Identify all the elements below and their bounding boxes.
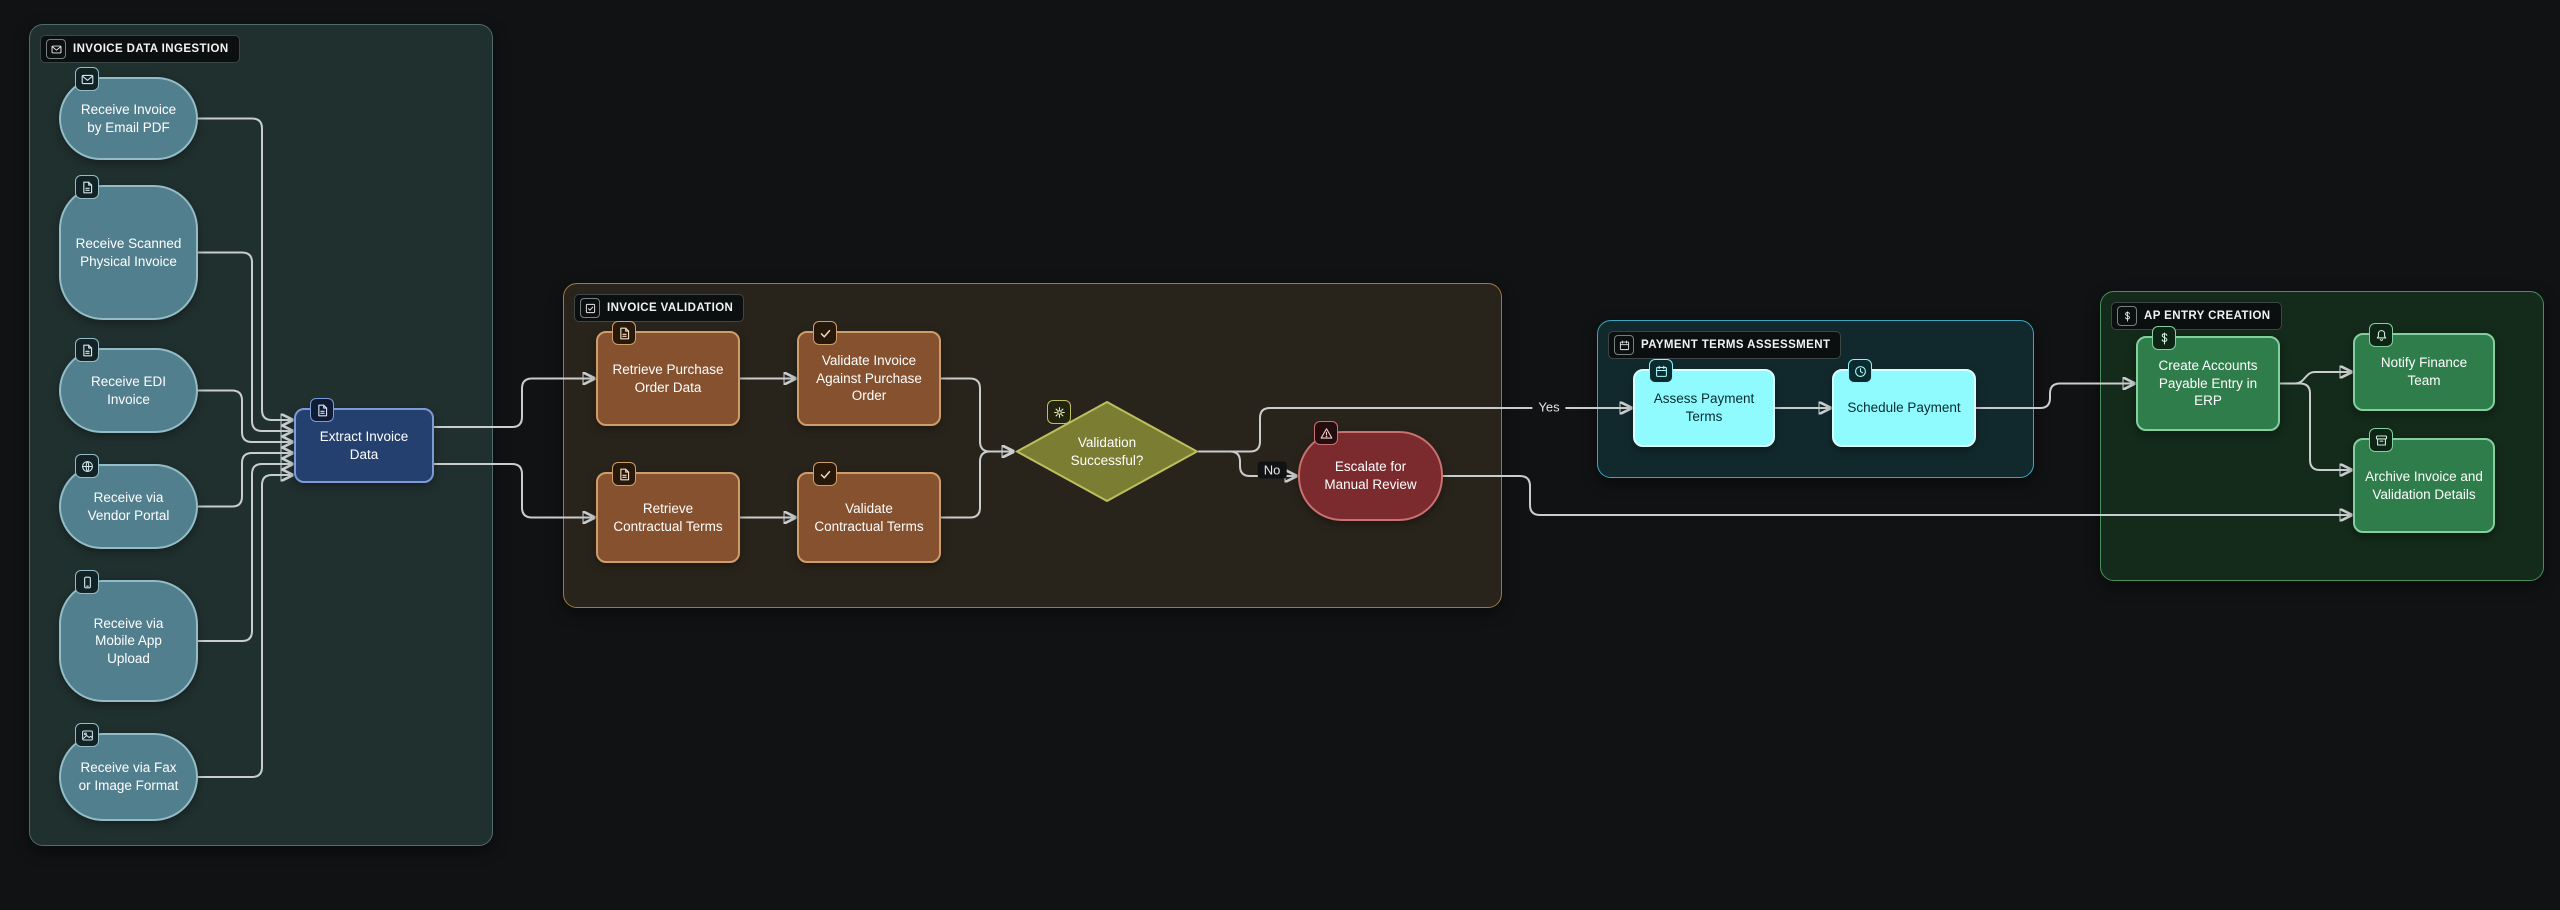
globe-icon [75,454,99,478]
node-receive-via-vendor-portal[interactable]: Receive via Vendor Portal [59,454,198,549]
node-validate-contractual-terms[interactable]: Validate Contractual Terms [797,462,941,563]
document-icon [310,398,334,422]
node-label: Validate Invoice Against Purchase Order [816,353,922,404]
node-validate-invoice-against-purchase-order[interactable]: Validate Invoice Against Purchase Order [797,321,941,426]
checkbox-icon [580,298,600,318]
node-label: Validation Successful? [1070,434,1144,468]
group-badge-ap-entry-creation: AP ENTRY CREATION [2111,302,2282,330]
node-receive-scanned-physical-invoice[interactable]: Receive Scanned Physical Invoice [59,175,198,320]
node-create-accounts-payable-entry-in-erp[interactable]: Create Accounts Payable Entry in ERP [2136,326,2280,431]
node-schedule-payment[interactable]: Schedule Payment [1832,359,1976,447]
bell-icon [2369,323,2393,347]
group-payment-terms-assessment: PAYMENT TERMS ASSESSMENT [1597,320,2034,478]
node-label: Receive via Mobile App Upload [93,615,164,666]
node-notify-finance-team[interactable]: Notify Finance Team [2353,323,2495,411]
check-icon [813,321,837,345]
document-icon [612,321,636,345]
group-badge-invoice-validation: INVOICE VALIDATION [574,294,745,322]
node-label: Assess Payment Terms [1653,391,1755,424]
group-badge-invoice-data-ingestion: INVOICE DATA INGESTION [40,35,240,63]
envelope-icon [46,39,66,59]
document-icon [75,175,99,199]
node-assess-payment-terms[interactable]: Assess Payment Terms [1633,359,1775,447]
node-validation-successful-decision[interactable]: Validation Successful? [1015,400,1199,503]
node-receive-via-fax-or-image-format[interactable]: Receive via Fax or Image Format [59,723,198,821]
document-icon [75,338,99,362]
node-archive-invoice-and-validation-details[interactable]: Archive Invoice and Validation Details [2353,428,2495,533]
node-retrieve-contractual-terms[interactable]: Retrieve Contractual Terms [596,462,740,563]
group-label: INVOICE VALIDATION [607,302,734,314]
node-receive-via-mobile-app-upload[interactable]: Receive via Mobile App Upload [59,570,198,702]
calendar-icon [1614,335,1634,355]
node-extract-invoice-data[interactable]: Extract Invoice Data [294,398,434,483]
node-label: Receive Scanned Physical Invoice [75,235,182,269]
document-icon [612,462,636,486]
clock-icon [1848,359,1872,383]
dollar-icon [2117,306,2137,326]
node-label: Validate Contractual Terms [814,500,924,534]
calendar-icon [1649,359,1673,383]
node-receive-invoice-by-email-pdf[interactable]: Receive Invoice by Email PDF [59,67,198,160]
node-label: Escalate for Manual Review [1324,459,1417,492]
image-icon [75,723,99,747]
mobile-icon [75,570,99,594]
node-label: Receive EDI Invoice [90,373,167,407]
archive-icon [2369,428,2393,452]
group-badge-payment-terms-assessment: PAYMENT TERMS ASSESSMENT [1608,331,1842,359]
node-label: Create Accounts Payable Entry in ERP [2158,358,2258,409]
gear-icon [1047,400,1071,424]
diamond-shape [1015,400,1199,503]
edge-label-yes: Yes [1532,398,1566,416]
group-label: AP ENTRY CREATION [2144,310,2271,322]
dollar-icon [2152,326,2176,350]
node-receive-edi-invoice[interactable]: Receive EDI Invoice [59,338,198,433]
node-label: Receive via Vendor Portal [87,489,170,523]
group-label: PAYMENT TERMS ASSESSMENT [1641,339,1831,351]
node-escalate-for-manual-review[interactable]: Escalate for Manual Review [1298,421,1443,521]
warning-icon [1314,421,1338,445]
node-label: Retrieve Purchase Order Data [612,361,724,395]
edge-label-no: No [1257,461,1287,479]
check-icon [813,462,837,486]
node-label: Receive Invoice by Email PDF [80,101,177,135]
envelope-icon [75,67,99,91]
node-label: Receive via Fax or Image Format [78,760,179,793]
node-label: Retrieve Contractual Terms [613,500,723,534]
group-label: INVOICE DATA INGESTION [73,43,229,55]
node-label: Extract Invoice Data [319,428,409,462]
node-label: Archive Invoice and Validation Details [2365,468,2483,502]
node-retrieve-purchase-order-data[interactable]: Retrieve Purchase Order Data [596,321,740,426]
node-label: Schedule Payment [1847,400,1961,416]
node-label: Notify Finance Team [2380,355,2468,388]
